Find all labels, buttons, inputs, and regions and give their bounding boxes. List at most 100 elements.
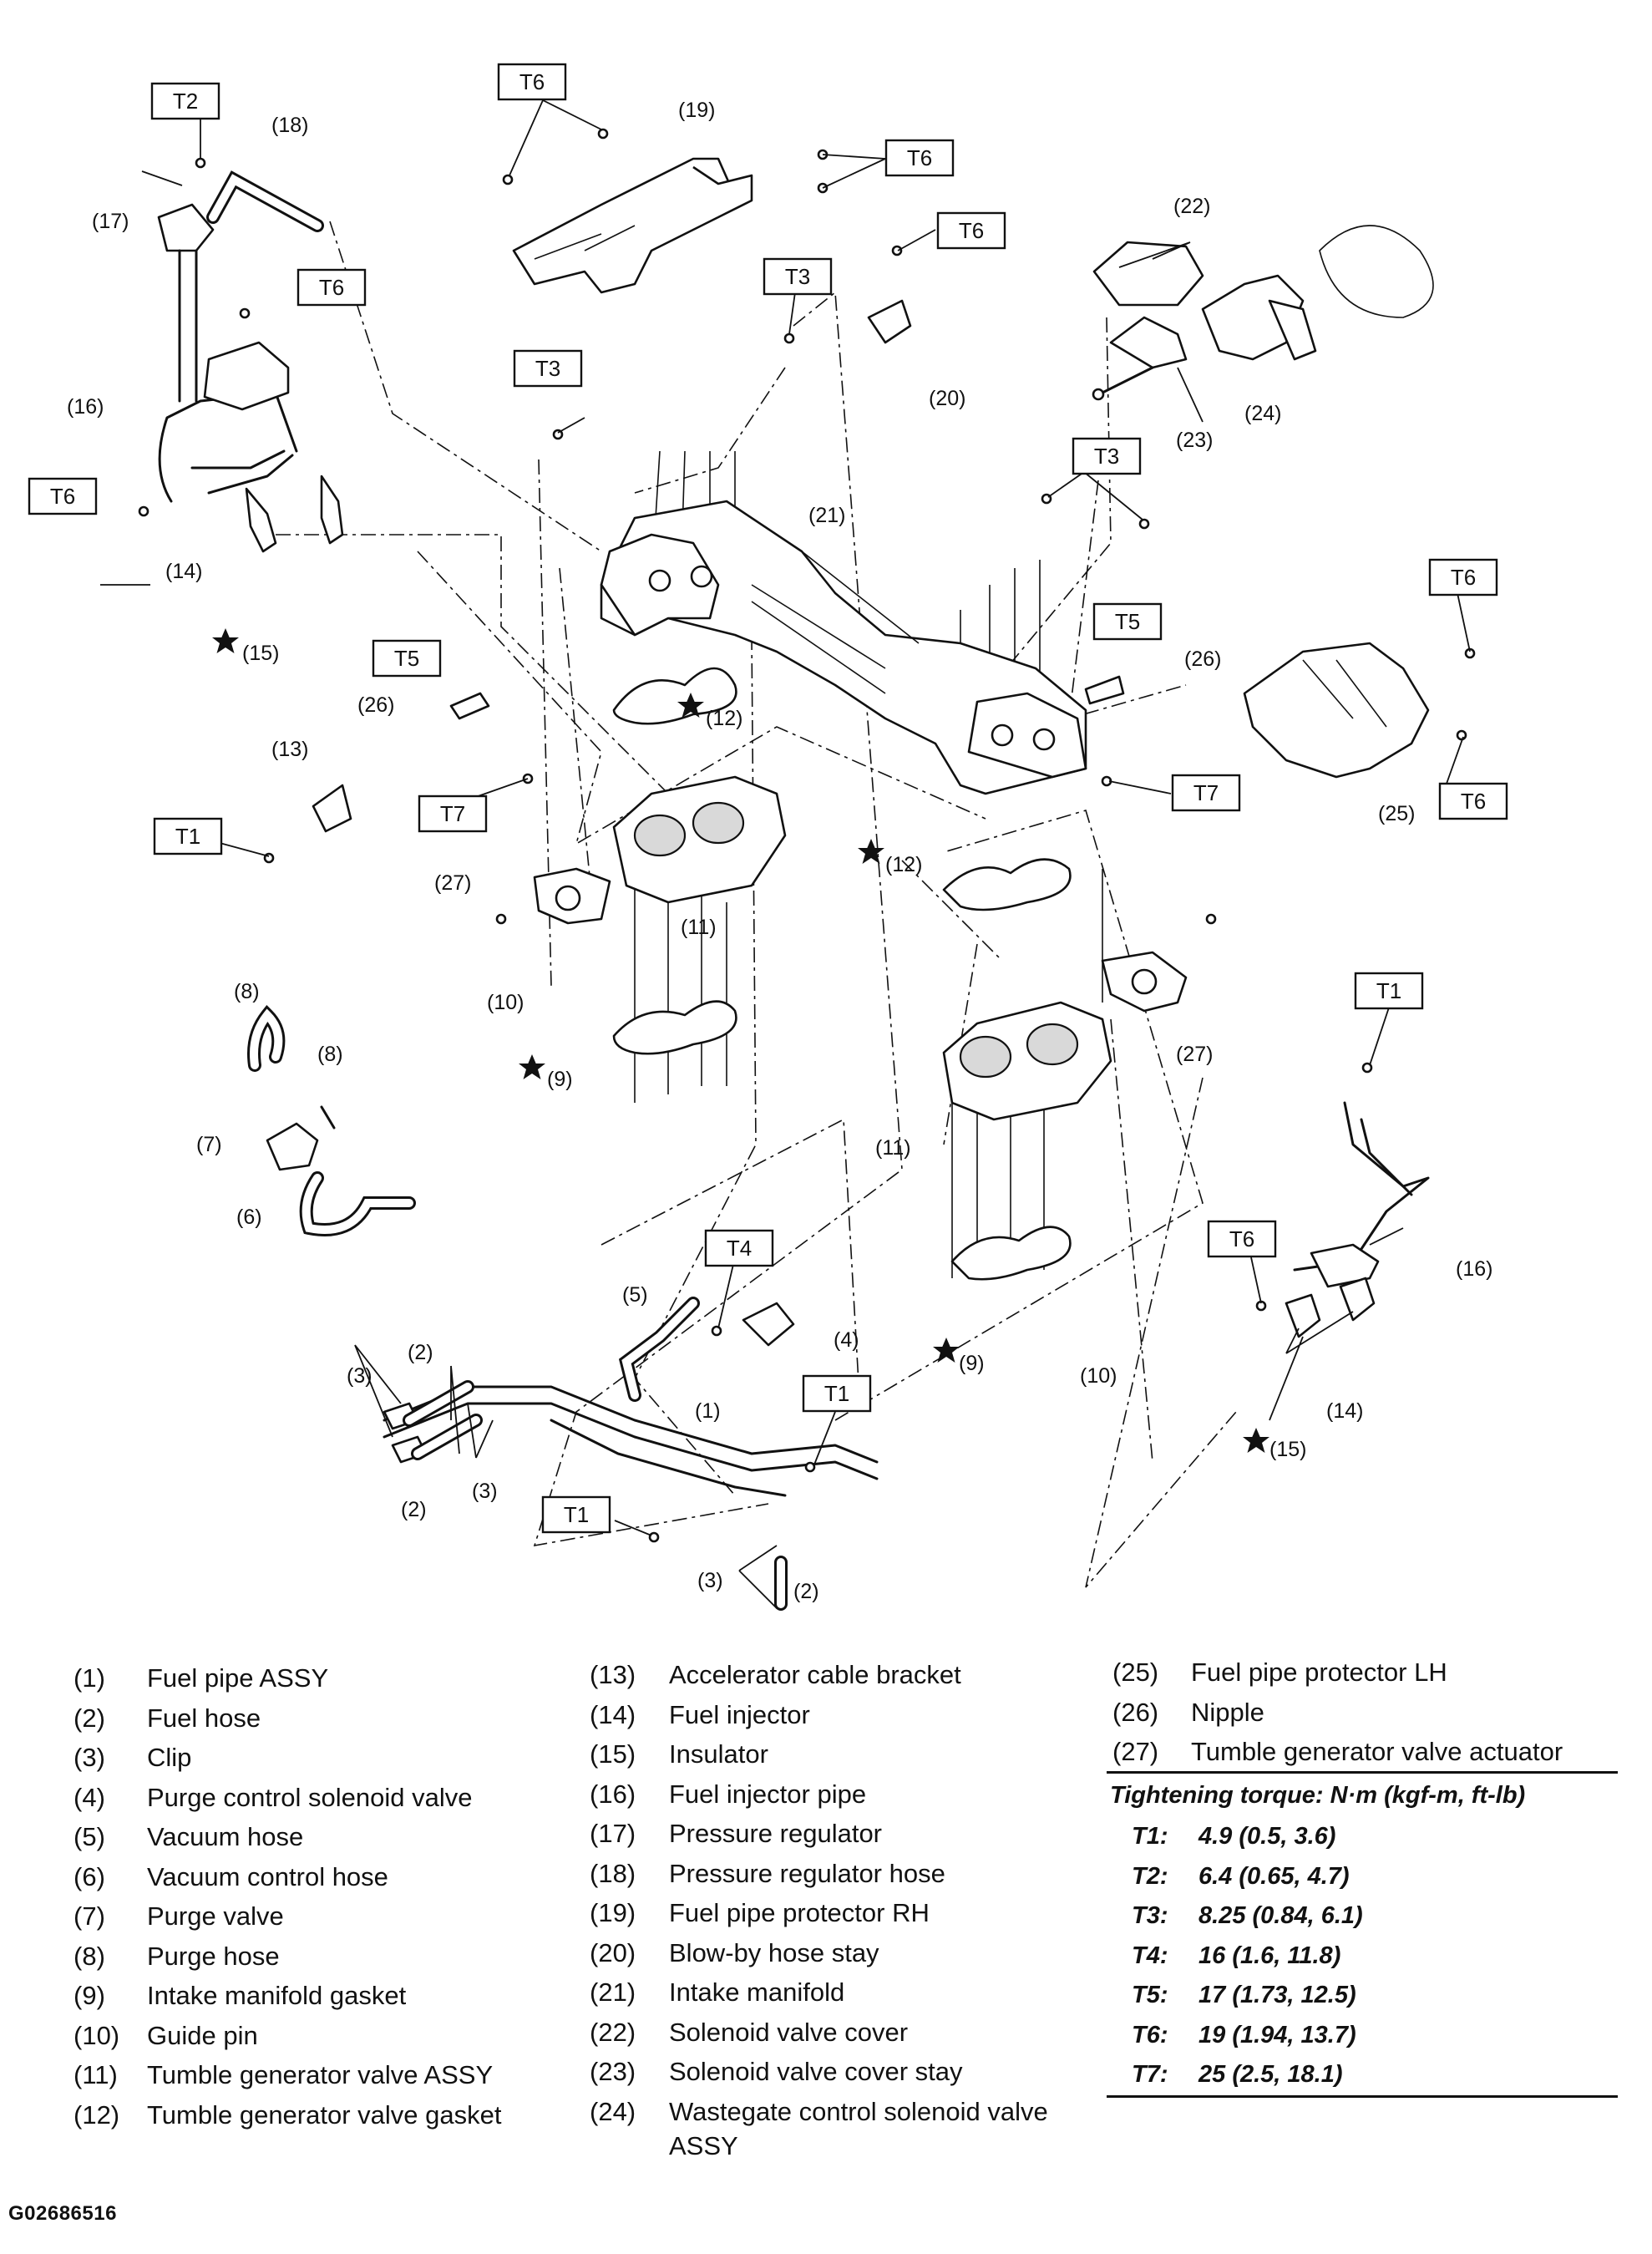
legend-item: (13)Accelerator cable bracket — [590, 1660, 961, 1689]
callout-16-right: (16) — [1456, 1257, 1492, 1281]
tag-t6-blowby: T6 — [959, 218, 984, 243]
callout-27-left: (27) — [434, 871, 471, 895]
figure-id: G02686516 — [8, 2202, 117, 2225]
callout-25: (25) — [1378, 802, 1415, 825]
small-parts — [312, 299, 1125, 833]
vacuum-hose-group — [618, 1297, 795, 1402]
callout-18: (18) — [271, 114, 308, 137]
callout-15-left: (15) — [242, 642, 279, 665]
legend-item: (7)Purge valve — [73, 1901, 284, 1931]
callout-21: (21) — [808, 504, 845, 527]
tag-t4: T4 — [727, 1236, 752, 1261]
tag-t1-bottom: T1 — [564, 1502, 589, 1527]
torque-row: T7:25 (2.5, 18.1) — [1132, 2061, 1343, 2088]
intake-manifold — [600, 500, 1087, 795]
legend-item: (6)Vacuum control hose — [73, 1861, 388, 1891]
fuel-pipe-protector-lh — [1243, 642, 1430, 779]
legend-item: (18)Pressure regulator hose — [590, 1858, 945, 1888]
callout-27-right: (27) — [1176, 1043, 1213, 1066]
legend-column-2: (13)Accelerator cable bracket (14)Fuel i… — [590, 1655, 1048, 2161]
star-15-right — [1243, 1428, 1269, 1453]
solenoid-valve-group — [1092, 225, 1434, 401]
tag-t3-right: T3 — [1094, 444, 1119, 469]
legend-column-1: (1)Fuel pipe ASSY (2)Fuel hose (3)Clip (… — [73, 1658, 501, 2135]
tag-t6-left: T6 — [50, 484, 75, 509]
torque-row: T2:6.4 (0.65, 4.7) — [1132, 1862, 1350, 1890]
callout-12-left: (12) — [706, 707, 742, 730]
purge-valve-group — [247, 1005, 416, 1236]
callout-13: (13) — [271, 738, 308, 761]
legend-column-3: (25)Fuel pipe protector LH (26)Nipple (2… — [1112, 1652, 1563, 1772]
tumble-valve-left — [533, 775, 787, 925]
callout-20: (20) — [929, 387, 965, 410]
callout-4: (4) — [834, 1328, 859, 1352]
legend-item: (3)Clip — [73, 1743, 192, 1772]
callout-3-mid: (3) — [472, 1480, 498, 1503]
callout-11-right: (11) — [875, 1136, 911, 1160]
tag-t1-right: T1 — [1376, 978, 1401, 1003]
fuel-pipe-assy — [383, 1380, 879, 1611]
legend-item: (2)Fuel hose — [73, 1703, 261, 1733]
fuel-pipe-protector-rh — [512, 157, 753, 294]
legend-item: (26)Nipple — [1112, 1697, 1264, 1727]
callout-2-right: (2) — [793, 1580, 819, 1603]
star-9-left — [519, 1054, 545, 1079]
tag-t6-protector-bottom: T6 — [1461, 789, 1486, 814]
torque-row: T5:17 (1.73, 12.5) — [1132, 1982, 1356, 2008]
legend-item: (8)Purge hose — [73, 1941, 280, 1971]
callout-9-right: (9) — [959, 1352, 985, 1375]
legend-item: (14)Fuel injector — [590, 1699, 810, 1729]
legend-item: (11)Tumble generator valve ASSY — [73, 2060, 494, 2089]
callout-24: (24) — [1244, 402, 1281, 425]
callout-5: (5) — [622, 1283, 648, 1307]
callout-6: (6) — [236, 1206, 262, 1229]
legend-item: (23)Solenoid valve cover stay — [590, 2057, 963, 2086]
legend-item: (10)Guide pin — [73, 2020, 258, 2050]
tag-t3-upper: T3 — [785, 264, 810, 289]
tightening-torque-table: Tightening torque: N·m (kgf-m, ft-lb) T1… — [1107, 1771, 1618, 2098]
callout-3-left: (3) — [347, 1364, 372, 1388]
tumble-valve-right — [942, 951, 1188, 1121]
fuel-injector-pipe-right — [1285, 1101, 1430, 1338]
legend-item: (16)Fuel injector pipe — [590, 1779, 867, 1809]
legend-item: (9)Intake manifold gasket — [73, 1981, 407, 2010]
tag-t6-top: T6 — [519, 69, 545, 94]
legend-item: (12)Tumble generator valve gasket — [73, 2099, 502, 2130]
star-9-right — [933, 1338, 960, 1363]
tag-t1-bracket: T1 — [175, 824, 200, 849]
tag-t6-regulator: T6 — [319, 275, 344, 300]
callout-12-right: (12) — [885, 853, 922, 876]
callout-10-left: (10) — [487, 991, 524, 1014]
star-12-left — [677, 693, 704, 718]
tag-t6-protector-top: T6 — [1451, 565, 1476, 590]
legend-item-continuation: ASSY — [669, 2131, 738, 2160]
legend-item: (20)Blow-by hose stay — [590, 1937, 879, 1967]
legend-item: (21)Intake manifold — [590, 1977, 845, 2007]
callout-15-right: (15) — [1269, 1438, 1306, 1461]
legend-item: (22)Solenoid valve cover — [590, 2017, 909, 2047]
callout-14-left: (14) — [165, 560, 202, 583]
legend-item: (24)Wastegate control solenoid valve — [590, 2096, 1048, 2126]
tag-t6-top-right: T6 — [907, 145, 932, 170]
callout-8-right: (8) — [317, 1043, 343, 1066]
tag-t6-injector-right: T6 — [1229, 1226, 1254, 1251]
legend-item: (25)Fuel pipe protector LH — [1112, 1658, 1447, 1687]
callout-2-top: (2) — [408, 1341, 433, 1364]
legend-item: (27)Tumble generator valve actuator — [1112, 1737, 1563, 1766]
torque-row: T3:8.25 (0.84, 6.1) — [1132, 1902, 1363, 1929]
tag-t5-right: T5 — [1115, 609, 1140, 634]
torque-row: T1:4.9 (0.5, 3.6) — [1132, 1823, 1336, 1850]
leader-lines — [100, 99, 1471, 1609]
torque-row: T4:16 (1.6, 11.8) — [1132, 1942, 1341, 1969]
tag-t3-left: T3 — [535, 356, 560, 381]
callout-17: (17) — [92, 210, 129, 233]
legend-item: (5)Vacuum hose — [73, 1822, 304, 1851]
callout-1: (1) — [695, 1399, 721, 1423]
stars — [212, 628, 1269, 1453]
callout-2-bottom: (2) — [401, 1498, 427, 1521]
callout-19: (19) — [678, 99, 715, 122]
callout-23: (23) — [1176, 429, 1213, 452]
tag-t7-right: T7 — [1193, 780, 1219, 805]
fuel-injector-pipe-left — [157, 170, 344, 553]
tag-t2: T2 — [173, 89, 198, 114]
